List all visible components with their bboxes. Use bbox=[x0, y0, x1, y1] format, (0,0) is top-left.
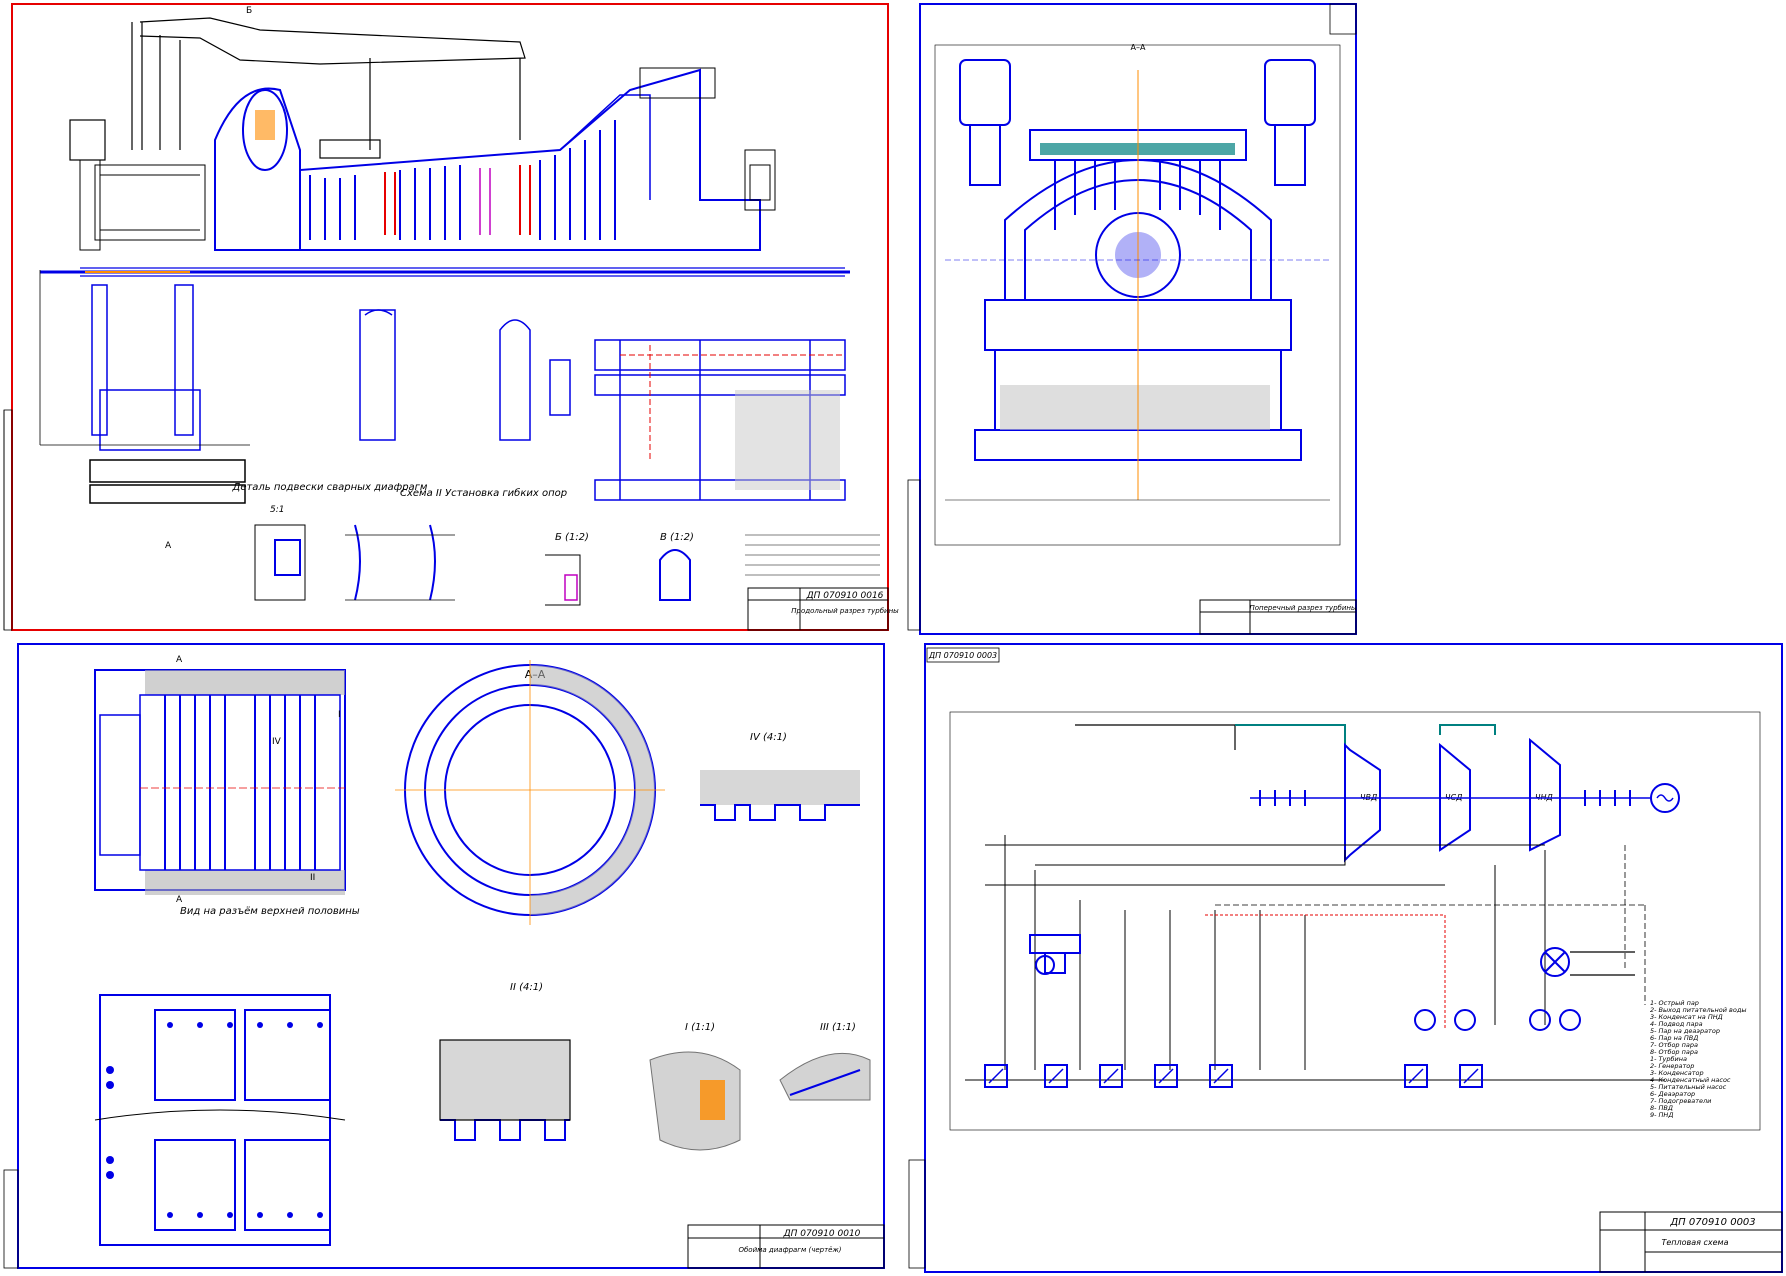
holder-plan-view bbox=[94, 994, 346, 1246]
detail-ii: II (4:1) bbox=[439, 982, 571, 1141]
control-valves bbox=[959, 59, 1316, 186]
legend-item-9: 1- Турбина bbox=[1650, 1055, 1687, 1063]
legend-item-2: 2- Выход питательной воды bbox=[1650, 1006, 1747, 1014]
legend-item-11: 3- Конденсатор bbox=[1650, 1069, 1704, 1077]
detail-flexible-supports: Схема II Установка гибких опор bbox=[345, 487, 567, 601]
sheet3-title-block: ДП 070910 0010 Обойма диафрагм (чертёж) bbox=[687, 1224, 885, 1269]
foundation-frame bbox=[89, 284, 846, 504]
sheet2-frame bbox=[919, 3, 1357, 635]
legend-item-3: 3- Конденсат на ПНД bbox=[1650, 1013, 1723, 1021]
legend-item-4: 4- Подвод пара bbox=[1650, 1020, 1703, 1028]
detail-diaphragm-suspension: Деталь подвески сварных диафрагм 5:1 bbox=[232, 482, 428, 601]
sheet4-title-block: ДП 070910 0003 Тепловая схема bbox=[1599, 1211, 1783, 1273]
legend-item-1: 1- Острый пар bbox=[1650, 999, 1699, 1007]
detail-title-1: Деталь подвески сварных диафрагм bbox=[232, 482, 428, 493]
legend-item-17: 9- ПНД bbox=[1650, 1111, 1673, 1119]
valve-frame bbox=[69, 17, 526, 161]
sheet4-title: Тепловая схема bbox=[1661, 1238, 1728, 1247]
sheet-longitudinal-section: Деталь подвески сварных диафрагм 5:1 Схе… bbox=[3, 3, 899, 631]
sheet-thermal-scheme: ДП 070910 0003 ЧВД ЧСД ЧНД bbox=[908, 643, 1783, 1273]
deaerator bbox=[1029, 934, 1081, 975]
sheet1-title: Продольный разрез турбины bbox=[791, 607, 899, 615]
sheet1-title-block: ДП 070910 0016 Продольный разрез турбины bbox=[747, 587, 899, 631]
turbine-cylinders bbox=[1344, 737, 1561, 863]
turbine-casing bbox=[214, 67, 776, 251]
legend-item-8: 8- Отбор пара bbox=[1650, 1048, 1698, 1056]
sheet1-code: ДП 070910 0016 bbox=[806, 591, 884, 601]
legend-item-16: 8- ПВД bbox=[1650, 1104, 1673, 1112]
sheet3-title: Обойма диафрагм (чертёж) bbox=[738, 1246, 841, 1254]
legend-item-14: 6- Деаэратор bbox=[1650, 1090, 1695, 1098]
detail-title-2: Схема II Установка гибких опор bbox=[400, 487, 567, 499]
mark-iv: IV bbox=[272, 737, 282, 747]
detail-iii-title: III (1:1) bbox=[820, 1022, 856, 1033]
sheet1-frame bbox=[11, 3, 889, 631]
mark-ii: II bbox=[310, 873, 315, 883]
generator-symbol bbox=[1650, 783, 1680, 813]
sheet2-title-block: Поперечный разрез турбины bbox=[1199, 599, 1357, 635]
legend-item-10: 2- Генератор bbox=[1650, 1062, 1694, 1070]
legend: 1- Острый пар 2- Выход питательной воды … bbox=[1650, 999, 1747, 1119]
legend-item-15: 7- Подогреватели bbox=[1650, 1097, 1711, 1105]
sheet-diaphragm-holder: А А I II IV Вид на разъём верхней полови… bbox=[3, 643, 885, 1269]
legend-item-12: 4- Конденсатный насос bbox=[1650, 1076, 1731, 1084]
detail-iv-title: IV (4:1) bbox=[750, 732, 787, 743]
detail-iv: IV (4:1) bbox=[700, 732, 860, 821]
section-mark-b: Б bbox=[246, 6, 252, 16]
mark-a-bottom: А bbox=[176, 895, 183, 905]
caption-top-half: Вид на разъём верхней половины bbox=[180, 906, 360, 917]
detail-i-title: I (1:1) bbox=[685, 1022, 715, 1033]
main-steam-line bbox=[1075, 724, 1236, 750]
sheet3-frame bbox=[17, 643, 885, 1269]
sheet4-frame bbox=[924, 643, 1783, 1273]
section-mark-a: А bbox=[165, 541, 172, 551]
sheet-cross-section: А–А Поперечный разрез турбины bbox=[907, 3, 1357, 635]
mark-i: I bbox=[338, 710, 341, 720]
detail-view-b: Б (1:2) bbox=[545, 532, 589, 606]
legend-item-5: 5- Пар на деаэратор bbox=[1650, 1027, 1720, 1035]
section-aa-mark: А–А bbox=[1131, 43, 1146, 52]
mark-a-top: А bbox=[176, 655, 183, 665]
section-aa-ring: А–А bbox=[395, 660, 665, 925]
view-v-label: В (1:2) bbox=[660, 532, 694, 543]
sheet3-code: ДП 070910 0010 bbox=[783, 1229, 861, 1239]
detail-i: I (1:1) bbox=[649, 1022, 741, 1151]
detail-scale-1: 5:1 bbox=[270, 505, 284, 515]
detail-iii: III (1:1) bbox=[779, 1022, 871, 1101]
legend-item-6: 6- Пар на ПВД bbox=[1650, 1034, 1698, 1042]
sheet4-code: ДП 070910 0003 bbox=[1669, 1217, 1755, 1228]
detail-ii-title: II (4:1) bbox=[510, 982, 543, 993]
condenser bbox=[1414, 947, 1581, 1031]
holder-section bbox=[94, 669, 346, 895]
front-bearing-housing bbox=[79, 159, 206, 251]
detail-view-v: В (1:2) bbox=[659, 532, 694, 601]
view-b-label: Б (1:2) bbox=[555, 532, 589, 543]
sheet2-title: Поперечный разрез турбины bbox=[1250, 604, 1357, 612]
sheet4-stamp: ДП 070910 0003 bbox=[928, 651, 997, 660]
legend-item-7: 7- Отбор пара bbox=[1650, 1041, 1698, 1049]
heaters bbox=[984, 1064, 1483, 1088]
legend-item-13: 5- Питательный насос bbox=[1650, 1083, 1727, 1091]
